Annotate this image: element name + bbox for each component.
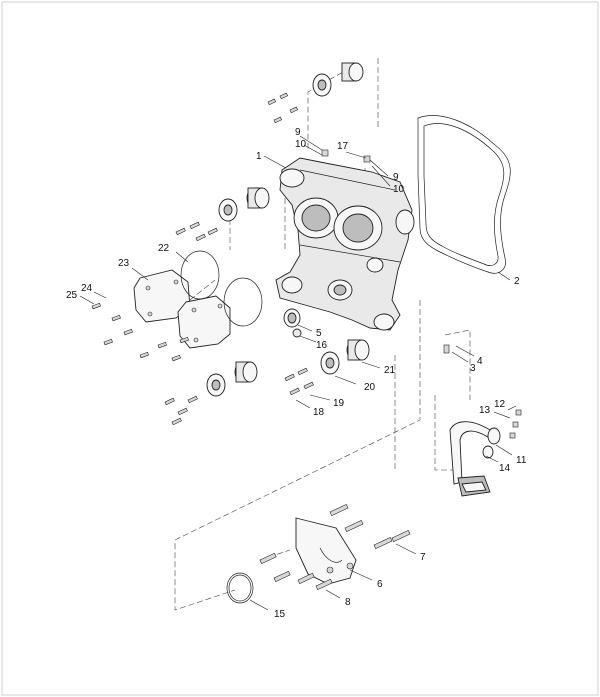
callout-13: 13 <box>479 405 491 416</box>
callout-9-upper: 9 <box>295 127 301 138</box>
callout-1: 1 <box>256 151 262 162</box>
callout-9-lower: 9 <box>393 172 399 183</box>
callout-10-lower: 10 <box>393 184 405 195</box>
callout-16: 16 <box>316 340 328 351</box>
callout-6: 6 <box>377 579 383 590</box>
callout-7: 7 <box>420 552 426 563</box>
callout-15: 15 <box>274 609 286 620</box>
lower-bearing-cap-part <box>206 361 258 397</box>
upper-bearing-cap-part <box>312 62 364 97</box>
callout-8: 8 <box>345 597 351 608</box>
cover-plates-part <box>133 269 231 349</box>
callout-19: 19 <box>333 398 345 409</box>
callout-24: 24 <box>81 283 93 294</box>
gasket-part <box>417 115 511 274</box>
transmission-housing-part <box>275 157 415 331</box>
callout-22: 22 <box>158 243 170 254</box>
callout-3: 3 <box>470 363 476 374</box>
shield-plate-part <box>259 503 411 591</box>
callout-10-upper: 10 <box>295 139 307 150</box>
o-rings-part <box>180 250 263 604</box>
callout-20: 20 <box>364 382 376 393</box>
callout-25: 25 <box>66 290 78 301</box>
callout-18: 18 <box>313 407 325 418</box>
callout-23: 23 <box>118 258 130 269</box>
leader-lines <box>79 135 517 611</box>
callout-2: 2 <box>514 276 520 287</box>
callout-12: 12 <box>494 399 506 410</box>
pipe-bracket-part <box>449 421 501 497</box>
right-bearing-cap-part <box>320 339 370 375</box>
callout-11: 11 <box>516 455 527 466</box>
callout-4: 4 <box>477 356 483 367</box>
callout-17: 17 <box>337 141 349 152</box>
callout-labels: 1 2 3 4 5 6 7 8 9 10 9 10 11 12 13 14 15… <box>66 127 527 620</box>
callout-14: 14 <box>499 463 511 474</box>
callout-5: 5 <box>316 328 322 339</box>
bolts-part <box>91 92 522 439</box>
callout-21: 21 <box>384 365 396 376</box>
seal-part <box>283 308 302 338</box>
left-bearing-cap-part <box>218 187 270 222</box>
